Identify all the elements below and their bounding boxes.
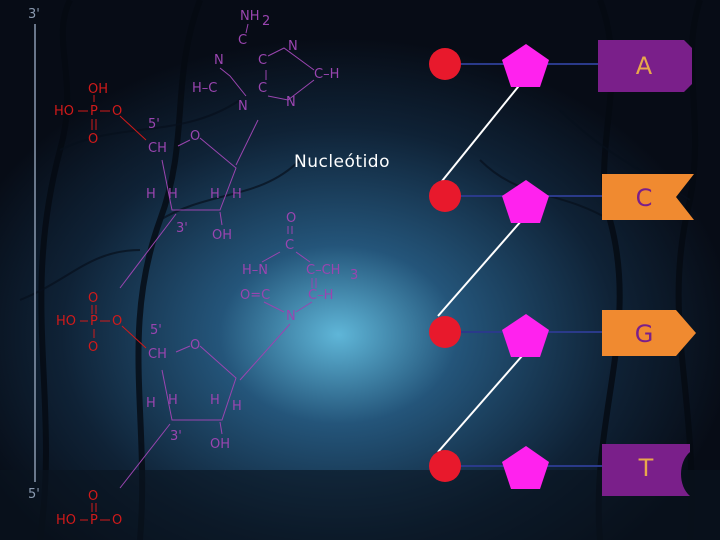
svg-text:O: O: [190, 338, 200, 353]
svg-text:CH: CH: [148, 141, 167, 156]
svg-text:CH: CH: [148, 347, 167, 362]
svg-text:P: P: [90, 104, 98, 119]
svg-text:N: N: [238, 99, 248, 114]
sugar-group-2: 5' CH O H H H H 3' OH: [120, 323, 242, 488]
schematic-strand: A C G T: [429, 40, 696, 496]
svg-text:NH: NH: [240, 9, 260, 24]
svg-text:C–CH: C–CH: [306, 263, 340, 278]
svg-text:H: H: [232, 187, 242, 202]
phosphate-circle-1: [429, 48, 461, 80]
phosphate-circle-2: [429, 180, 461, 212]
svg-text:OH: OH: [88, 82, 108, 97]
connector-line-2: [438, 220, 522, 316]
svg-text:O: O: [88, 132, 98, 147]
svg-text:O=C: O=C: [240, 288, 270, 303]
svg-text:HO: HO: [56, 513, 76, 528]
sugar-pentagon-3: [502, 314, 549, 357]
strand-top-end-label: 3': [28, 7, 40, 22]
svg-text:H: H: [168, 187, 178, 202]
svg-text:H: H: [146, 187, 156, 202]
svg-text:H–C: H–C: [192, 81, 217, 96]
svg-text:OH: OH: [212, 228, 232, 243]
connector-line-1: [438, 82, 522, 186]
svg-text:O: O: [88, 291, 98, 306]
base-label-t: T: [638, 454, 654, 482]
svg-text:O: O: [88, 340, 98, 355]
phosphate-group-2: O HO P O O: [56, 291, 146, 355]
phosphate-group-3: O HO P O: [56, 489, 122, 528]
svg-text:C: C: [258, 53, 267, 68]
svg-text:H: H: [168, 393, 178, 408]
svg-text:5': 5': [148, 117, 160, 132]
svg-text:H: H: [232, 399, 242, 414]
sugar-pentagon-1: [502, 44, 549, 87]
base-structure-adenine: NH 2 C N C N H–C C N N C–H: [192, 9, 339, 114]
sugar-pentagon-4: [502, 446, 549, 489]
svg-text:O: O: [112, 314, 122, 329]
base-label-c: C: [636, 184, 653, 212]
svg-text:3': 3': [176, 221, 188, 236]
phosphate-group-1: OH HO P O O: [54, 82, 146, 147]
svg-text:O: O: [88, 489, 98, 504]
svg-text:P: P: [90, 513, 98, 528]
svg-text:O: O: [190, 129, 200, 144]
svg-text:O: O: [286, 211, 296, 226]
nucleotide-caption: Nucleótido: [294, 152, 390, 172]
phosphate-circle-3: [429, 316, 461, 348]
svg-text:H: H: [210, 393, 220, 408]
base-structure-thymine: O C H–N C–CH 3 O=C C–H N: [240, 211, 358, 380]
svg-text:C–H: C–H: [308, 288, 333, 303]
sugar-pentagon-2: [502, 180, 549, 223]
svg-text:2: 2: [262, 14, 270, 29]
svg-text:H–N: H–N: [242, 263, 268, 278]
connector-line-3: [438, 356, 522, 452]
svg-text:C: C: [238, 33, 247, 48]
svg-text:5': 5': [150, 323, 162, 338]
svg-text:H: H: [210, 187, 220, 202]
svg-text:N: N: [214, 53, 224, 68]
svg-text:C–H: C–H: [314, 67, 339, 82]
svg-text:N: N: [286, 309, 296, 324]
svg-text:H: H: [146, 396, 156, 411]
svg-text:P: P: [90, 314, 98, 329]
svg-text:HO: HO: [56, 314, 76, 329]
base-label-a: A: [636, 52, 653, 80]
svg-text:HO: HO: [54, 104, 74, 119]
svg-text:O: O: [112, 513, 122, 528]
svg-text:3': 3': [170, 429, 182, 444]
svg-text:C: C: [258, 81, 267, 96]
svg-text:OH: OH: [210, 437, 230, 452]
phosphate-circle-4: [429, 450, 461, 482]
svg-text:3: 3: [350, 268, 358, 283]
sugar-group-1: 5' CH O H H H H 3' OH: [120, 117, 258, 288]
base-label-g: G: [635, 320, 654, 348]
svg-text:C: C: [285, 238, 294, 253]
strand-bottom-end-label: 5': [28, 487, 40, 502]
